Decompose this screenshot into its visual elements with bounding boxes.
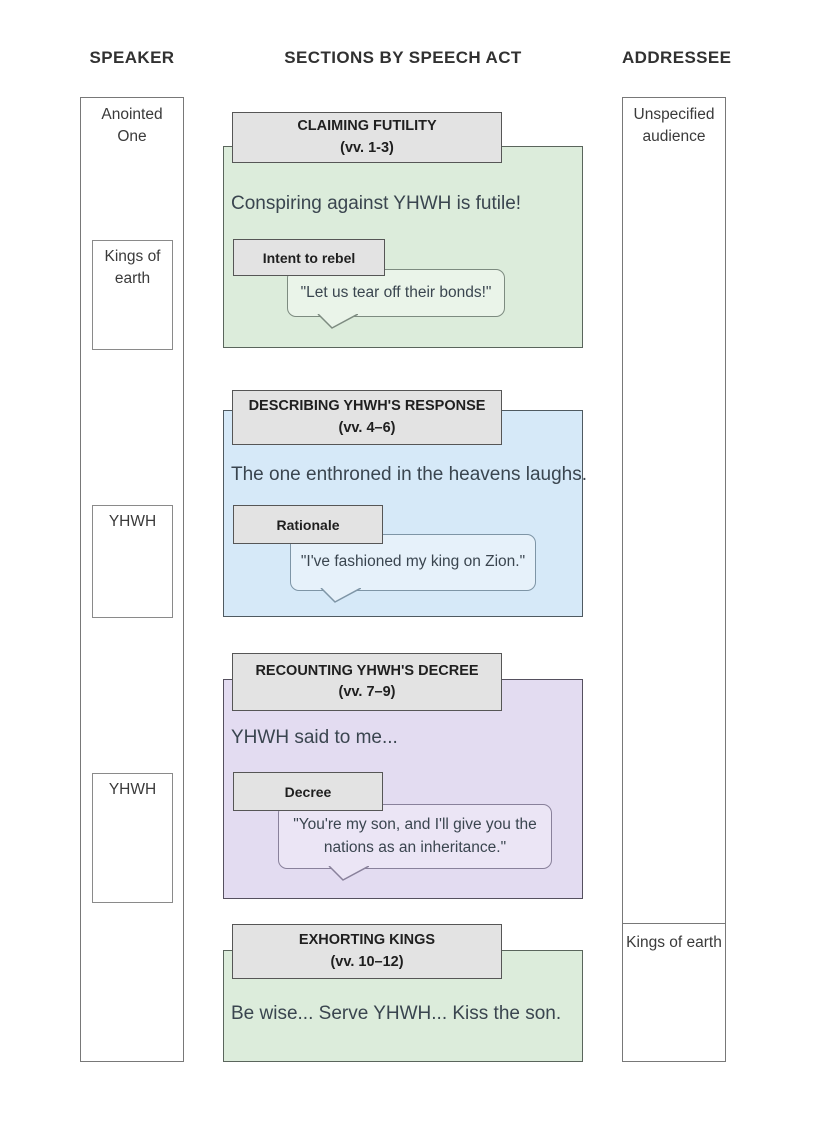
section-title: EXHORTING KINGS — [298, 932, 436, 949]
section-exhorting-kings: Be wise... Serve YHWH... Kiss the son. E… — [223, 924, 583, 1062]
quote-text: "Let us tear off their bonds!" — [300, 283, 492, 301]
quote-bubble: "Let us tear off their bonds!" — [287, 269, 505, 329]
quote-bubble: "You're my son, and I'll give you the na… — [278, 804, 552, 881]
addressee-box-kings-of-earth: Kings of earth — [622, 923, 726, 1062]
speaker-box-yhwh-2: YHWH — [92, 773, 173, 903]
section-verses: (vv. 4–6) — [338, 419, 396, 436]
section-summary: YHWH said to me... — [231, 727, 398, 748]
speaker-column-label: Anointed One — [101, 106, 163, 146]
speech-act-label: Rationale — [233, 505, 383, 544]
bubble-tail — [328, 866, 369, 881]
section-title: RECOUNTING YHWH'S DECREE — [255, 662, 479, 679]
bubble-tail — [320, 588, 361, 603]
section-verses: (vv. 7–9) — [338, 684, 396, 700]
speaker-column-header: SPEAKER — [89, 48, 175, 67]
speaker-box-yhwh-1: YHWH — [92, 505, 173, 618]
section-header: CLAIMING FUTILITY (vv. 1-3) — [232, 112, 502, 163]
bubble-tail — [317, 314, 358, 329]
addressee-column-header: ADDRESSEE — [622, 48, 732, 67]
section-title: DESCRIBING YHWH'S RESPONSE — [248, 398, 486, 415]
quote-text: "I've fashioned my king on Zion." — [300, 553, 526, 571]
section-recounting-decree: YHWH said to me... "You're my son, and I… — [223, 653, 583, 899]
addressee-column: Unspecified audience — [622, 97, 726, 1062]
section-summary: Be wise... Serve YHWH... Kiss the son. — [231, 1003, 562, 1024]
addressee-column-label: Unspecified audience — [633, 106, 715, 146]
section-verses: (vv. 10–12) — [330, 953, 404, 970]
speech-act-label: Decree — [233, 772, 383, 811]
section-describing-response: The one enthroned in the heavens laughs.… — [223, 390, 587, 617]
sections-column-header: SECTIONS BY SPEECH ACT — [284, 48, 522, 67]
section-verses: (vv. 1-3) — [340, 139, 394, 156]
speaker-box-kings-of-earth: Kings of earth — [92, 240, 173, 350]
section-title: CLAIMING FUTILITY — [297, 118, 437, 135]
section-claiming-futility: Conspiring against YHWH is futile! "Let … — [223, 112, 583, 348]
quote-text: "You're my son, and I'll give you the na… — [293, 816, 537, 856]
speech-act-label: Intent to rebel — [233, 239, 385, 276]
section-summary: The one enthroned in the heavens laughs. — [231, 464, 587, 485]
section-header: RECOUNTING YHWH'S DECREE (vv. 7–9) — [232, 653, 502, 711]
section-header: EXHORTING KINGS (vv. 10–12) — [232, 924, 502, 979]
section-summary: Conspiring against YHWH is futile! — [231, 193, 522, 214]
section-header: DESCRIBING YHWH'S RESPONSE (vv. 4–6) — [232, 390, 502, 445]
